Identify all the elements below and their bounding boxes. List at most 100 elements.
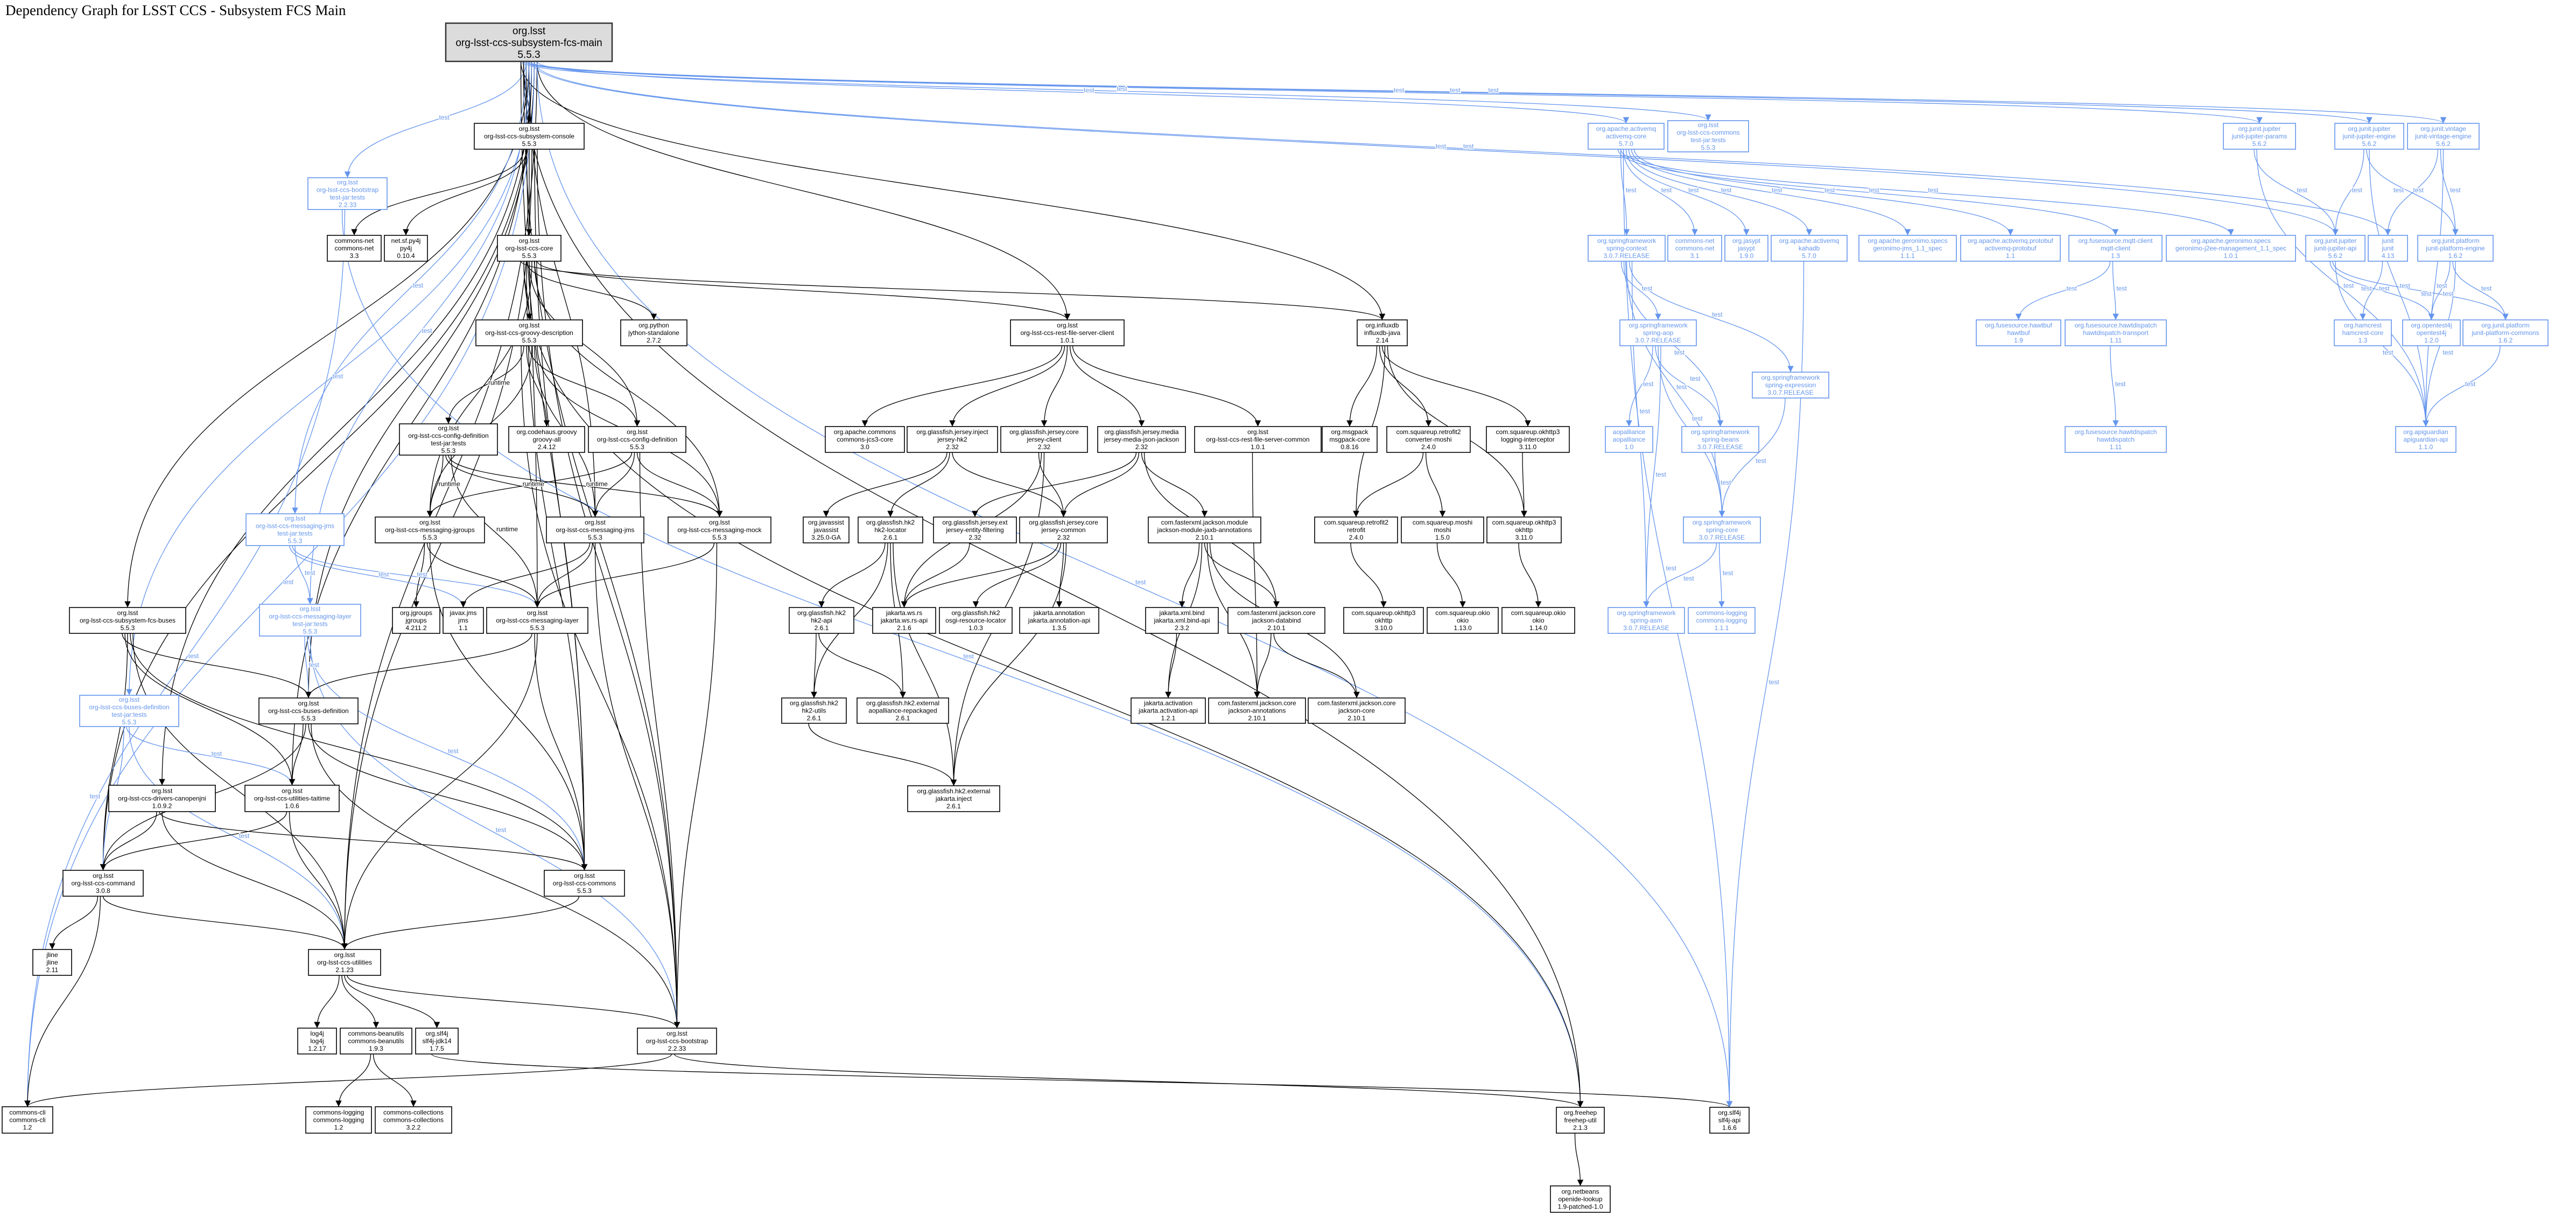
- dependency-node-jersey-hk2[interactable]: org.glassfish.jersey.injectjersey-hk22.3…: [907, 426, 998, 453]
- dependency-node-logging-interceptor[interactable]: com.squareup.okhttp3logging-interceptor3…: [1486, 426, 1570, 453]
- dependency-node-jupiter-params[interactable]: org.junit.jupiterjunit-jupiter-params5.6…: [2223, 123, 2296, 150]
- dependency-node-commons-collections[interactable]: commons-collectionscommons-collections3.…: [375, 1106, 452, 1134]
- dependency-node-msglayer-tests[interactable]: org.lsstorg-lsst-ccs-messaging-layertest…: [259, 604, 361, 637]
- dependency-node-hawtdispatch[interactable]: org.fusesource.hawtdispatchhawtdispatch1…: [2065, 426, 2167, 453]
- dependency-node-j2ee-mgmt[interactable]: org.apache.geronimo.specsgeronimo-j2ee-m…: [2166, 235, 2296, 262]
- dependency-node-spring-expression[interactable]: org.springframeworkspring-expression3.0.…: [1752, 372, 1829, 399]
- dependency-node-vintage-engine[interactable]: org.junit.vintagejunit-vintage-engine5.6…: [2407, 123, 2480, 150]
- dependency-node-rest-common[interactable]: org.lsstorg-lsst-ccs-rest-file-server-co…: [1194, 426, 1322, 453]
- dependency-node-rest-client[interactable]: org.lsstorg-lsst-ccs-rest-file-server-cl…: [1010, 319, 1125, 346]
- dependency-node-xml-bind[interactable]: jakarta.xml.bindjakarta.xml.bind-api2.3.…: [1145, 607, 1219, 634]
- dependency-node-root[interactable]: org.lsstorg-lsst-ccs-subsystem-fcs-main5…: [445, 22, 613, 62]
- dependency-node-geronimo-jms[interactable]: org.apache.geronimo.specsgeronimo-jms_1.…: [1858, 235, 1957, 262]
- dependency-node-groovy-desc[interactable]: org.lsstorg-lsst-ccs-groovy-description5…: [475, 319, 583, 346]
- dependency-node-jaxb-ann[interactable]: com.fasterxml.jackson.modulejackson-modu…: [1148, 516, 1261, 543]
- dependency-node-config-def[interactable]: org.lsstorg-lsst-ccs-config-definition5.…: [588, 426, 686, 453]
- dependency-node-buses-def[interactable]: org.lsstorg-lsst-ccs-buses-definition5.5…: [258, 697, 359, 724]
- dependency-node-jackson-ann[interactable]: com.fasterxml.jackson.corejackson-annota…: [1208, 697, 1306, 724]
- dependency-node-jackson-core[interactable]: com.fasterxml.jackson.corejackson-core2.…: [1308, 697, 1406, 724]
- dependency-node-databind[interactable]: com.fasterxml.jackson.corejackson-databi…: [1227, 607, 1325, 634]
- dependency-node-spring-asm[interactable]: org.springframeworkspring-asm3.0.7.RELEA…: [1608, 607, 1685, 634]
- dependency-node-hawtdispatch-transport[interactable]: org.fusesource.hawtdispatchhawtdispatch-…: [2065, 319, 2167, 346]
- dependency-node-jupiter-engine[interactable]: org.junit.jupiterjunit-jupiter-engine5.6…: [2334, 123, 2404, 150]
- dependency-node-netbeans[interactable]: org.netbeansopenide-lookup1.9-patched-1.…: [1550, 1185, 1611, 1213]
- dependency-node-canopenjni[interactable]: org.lsstorg-lsst-ccs-drivers-canopenjni1…: [108, 785, 216, 812]
- dependency-node-platform-engine[interactable]: org.junit.platformjunit-platform-engine1…: [2417, 235, 2494, 262]
- dependency-node-console[interactable]: org.lsstorg-lsst-ccs-subsystem-console5.…: [474, 123, 585, 150]
- dependency-node-commons-tests[interactable]: org.lsstorg-lsst-ccs-commonstest-jar:tes…: [1667, 120, 1749, 152]
- dependency-node-activation[interactable]: jakarta.activationjakarta.activation-api…: [1131, 697, 1206, 724]
- dependency-node-entity-filtering[interactable]: org.glassfish.jersey.extjersey-entity-fi…: [933, 516, 1017, 543]
- dependency-node-protobuf[interactable]: org.apache.activemq.protobufactivemq-pro…: [1960, 235, 2061, 262]
- dependency-node-jakarta-inject[interactable]: org.glassfish.hk2.externaljakarta.inject…: [907, 785, 1000, 812]
- dependency-node-spring-aop[interactable]: org.springframeworkspring-aop3.0.7.RELEA…: [1619, 319, 1697, 346]
- dependency-node-platform-commons[interactable]: org.junit.platformjunit-platform-commons…: [2462, 319, 2549, 346]
- dependency-node-bootstrap-tests[interactable]: org.lsstorg-lsst-ccs-bootstraptest-jar:t…: [307, 177, 388, 210]
- dependency-node-jersey-client[interactable]: org.glassfish.jersey.corejersey-client2.…: [1000, 426, 1088, 453]
- dependency-node-converter-moshi[interactable]: com.squareup.retrofit2converter-moshi2.4…: [1386, 426, 1471, 453]
- dependency-node-spring-core[interactable]: org.springframeworkspring-core3.0.7.RELE…: [1683, 516, 1761, 543]
- dependency-node-msgjms-tests[interactable]: org.lsstorg-lsst-ccs-messaging-jmstest-j…: [245, 513, 345, 546]
- dependency-node-msg-layer[interactable]: org.lsstorg-lsst-ccs-messaging-layer5.5.…: [486, 607, 588, 634]
- dependency-node-osgi[interactable]: org.glassfish.hk2osgi-resource-locator1.…: [939, 607, 1013, 634]
- dependency-node-aop-repackaged[interactable]: org.glassfish.hk2.externalaopalliance-re…: [857, 697, 949, 724]
- dependency-node-fcs-buses[interactable]: org.lsstorg-lsst-ccs-subsystem-fcs-buses…: [69, 607, 186, 634]
- dependency-node-jersey-json[interactable]: org.glassfish.jersey.mediajersey-media-j…: [1097, 426, 1186, 453]
- dependency-node-spring-context[interactable]: org.springframeworkspring-context3.0.7.R…: [1588, 235, 1666, 262]
- dependency-node-jersey-common[interactable]: org.glassfish.jersey.corejersey-common2.…: [1019, 516, 1108, 543]
- dependency-node-spring-beans[interactable]: org.springframeworkspring-beans3.0.7.REL…: [1681, 426, 1759, 453]
- dependency-node-config-tests[interactable]: org.lsstorg-lsst-ccs-config-definitionte…: [399, 423, 498, 456]
- dependency-node-jakarta-annotation[interactable]: jakarta.annotationjakarta.annotation-api…: [1019, 607, 1099, 634]
- dependency-node-busesdef-tests[interactable]: org.lsstorg-lsst-ccs-buses-definitiontes…: [79, 695, 179, 727]
- dependency-node-msg-jgroups[interactable]: org.lsstorg-lsst-ccs-messaging-jgroups5.…: [375, 516, 485, 543]
- dependency-node-taitime[interactable]: org.lsstorg-lsst-ccs-utilities-taitime1.…: [244, 785, 340, 812]
